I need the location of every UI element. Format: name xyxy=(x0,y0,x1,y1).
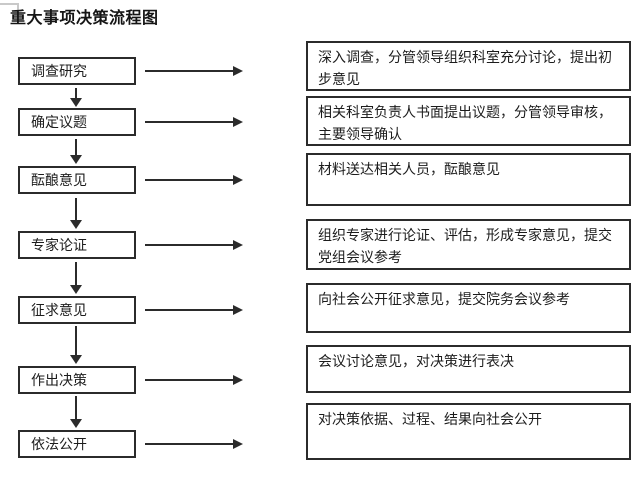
arrow-down-icon xyxy=(69,262,83,294)
arrow-right-icon xyxy=(145,304,243,316)
arrow-right-icon xyxy=(145,174,243,186)
step-label: 确定议题 xyxy=(31,114,87,130)
scan-artifact-line xyxy=(17,3,19,10)
page-title: 重大事项决策流程图 xyxy=(10,10,159,27)
arrow-right-icon xyxy=(145,116,243,128)
arrow-right-icon xyxy=(145,374,243,386)
step-label: 调查研究 xyxy=(31,63,87,79)
description-text: 会议讨论意见，对决策进行表决 xyxy=(318,353,514,369)
description-box: 材料送达相关人员，酝酿意见 xyxy=(306,153,631,206)
description-box: 深入调查，分管领导组织科室充分讨论，提出初步意见 xyxy=(306,41,631,91)
arrow-right-icon xyxy=(145,438,243,450)
description-text: 对决策依据、过程、结果向社会公开 xyxy=(318,411,542,427)
step-box-investigation: 调查研究 xyxy=(18,57,136,85)
description-box: 向社会公开征求意见，提交院务会议参考 xyxy=(306,283,631,333)
description-text: 深入调查，分管领导组织科室充分讨论，提出初步意见 xyxy=(318,49,612,87)
arrow-down-icon xyxy=(69,396,83,428)
step-label: 征求意见 xyxy=(31,302,87,318)
arrow-down-icon xyxy=(69,326,83,364)
step-label: 专家论证 xyxy=(31,237,87,253)
scan-artifact-line xyxy=(0,3,18,5)
step-box-decision-making: 作出决策 xyxy=(18,366,136,394)
arrow-down-icon xyxy=(69,88,83,107)
arrow-down-icon xyxy=(69,139,83,164)
step-box-topic-setting: 确定议题 xyxy=(18,108,136,136)
step-label: 作出决策 xyxy=(31,372,87,388)
description-text: 向社会公开征求意见，提交院务会议参考 xyxy=(318,291,570,307)
step-box-public-consultation: 征求意见 xyxy=(18,296,136,324)
step-label: 依法公开 xyxy=(31,436,87,452)
description-text: 材料送达相关人员，酝酿意见 xyxy=(318,161,500,177)
arrow-right-icon xyxy=(145,239,243,251)
step-box-expert-review: 专家论证 xyxy=(18,231,136,259)
arrow-down-icon xyxy=(69,198,83,229)
arrow-right-icon xyxy=(145,65,243,77)
description-box: 对决策依据、过程、结果向社会公开 xyxy=(306,403,631,460)
step-box-public-disclosure: 依法公开 xyxy=(18,430,136,458)
description-box: 组织专家进行论证、评估，形成专家意见，提交党组会议参考 xyxy=(306,219,631,270)
description-text: 组织专家进行论证、评估，形成专家意见，提交党组会议参考 xyxy=(318,227,612,265)
description-text: 相关科室负责人书面提出议题，分管领导审核，主要领导确认 xyxy=(318,104,612,142)
description-box: 相关科室负责人书面提出议题，分管领导审核，主要领导确认 xyxy=(306,96,631,146)
step-label: 酝酿意见 xyxy=(31,172,87,188)
step-box-opinion-deliberation: 酝酿意见 xyxy=(18,166,136,194)
description-box: 会议讨论意见，对决策进行表决 xyxy=(306,345,631,393)
